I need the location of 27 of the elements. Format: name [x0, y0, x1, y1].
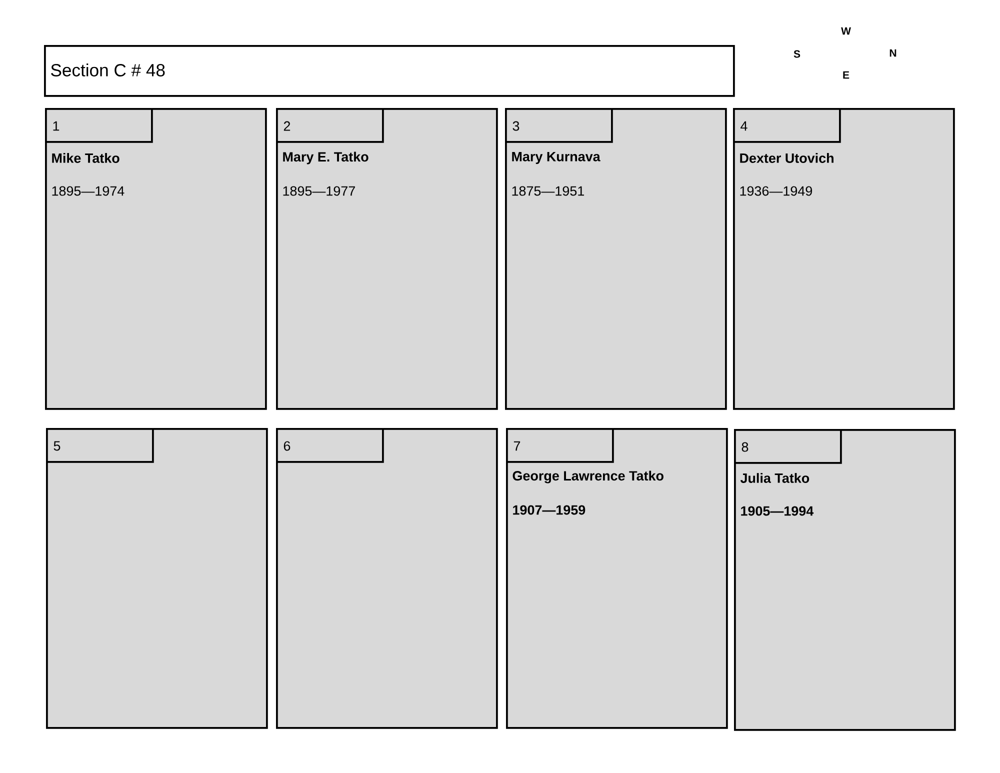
plot-number: 2	[284, 121, 290, 131]
date-text: 1895—1974	[52, 186, 124, 196]
plot-number: 5	[54, 441, 60, 451]
plot-number: 3	[512, 121, 520, 131]
name-text: Mary E. Tatko	[283, 152, 368, 164]
compass-letter: E	[843, 71, 850, 79]
date-text: 1875—1951	[512, 186, 584, 196]
date-text: 1905—1994	[741, 506, 814, 516]
name-text: Julia Tatko	[740, 473, 810, 483]
name-text: George Lawrence Tatko	[512, 470, 664, 484]
compass-letter: W	[841, 27, 851, 35]
date-text: 1907—1959	[513, 505, 586, 515]
plot-box	[46, 428, 268, 729]
plot-number: 1	[53, 121, 60, 131]
name-text: Mary Kurnava	[512, 152, 600, 164]
plot-number: 8	[742, 442, 748, 452]
title-box: Section C # 48	[44, 45, 735, 97]
plot-number: 4	[740, 121, 748, 131]
date-text: 1895—1977	[283, 186, 355, 196]
compass-letter: N	[890, 49, 896, 57]
plot-box	[276, 428, 498, 729]
name-text: Mike Tatko	[52, 153, 120, 163]
name-text: Dexter Utovich	[740, 153, 834, 163]
compass-letter: S	[794, 50, 800, 58]
plot-number: 6	[284, 441, 290, 451]
plot-number: 7	[514, 441, 520, 451]
date-text: 1936—1949	[740, 186, 812, 196]
